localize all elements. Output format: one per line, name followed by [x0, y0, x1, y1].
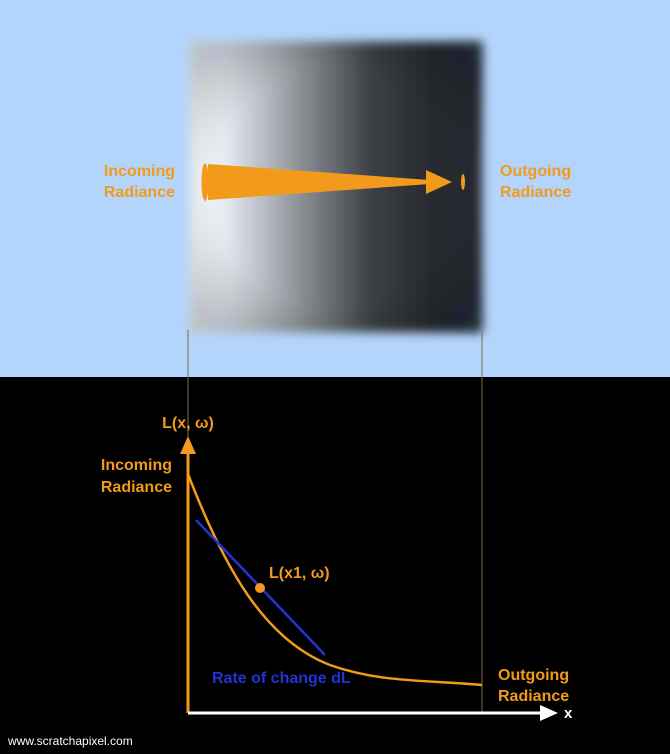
top-outgoing-label: Outgoing — [500, 163, 571, 180]
graph-outgoing-label: Outgoing — [498, 667, 569, 684]
beam-cone — [208, 164, 430, 200]
top-outgoing-label-2: Radiance — [500, 184, 571, 201]
incoming-beam-ellipse — [201, 163, 209, 201]
y-axis-label: L(x, ω) — [162, 415, 214, 432]
graph-background — [0, 377, 670, 754]
top-incoming-label: Incoming — [104, 163, 175, 180]
graph-incoming-label: Incoming — [101, 457, 172, 474]
point-label: L(x1, ω) — [269, 565, 330, 582]
top-incoming-label-2: Radiance — [104, 184, 175, 201]
watermark: www.scratchapixel.com — [7, 734, 133, 748]
beam-arrowhead — [426, 170, 452, 194]
sample-point-marker — [255, 583, 265, 593]
x-axis-label: x — [564, 705, 573, 722]
radiance-beam — [201, 163, 465, 201]
outgoing-beam-ellipse — [461, 174, 465, 190]
radiance-decay-curve — [186, 473, 483, 687]
x-axis-arrowhead — [540, 705, 558, 721]
graph-outgoing-label-2: Radiance — [498, 688, 569, 705]
y-axis-arrowhead — [180, 436, 196, 454]
tangent-label: Rate of change dL — [212, 670, 351, 687]
graph-incoming-label-2: Radiance — [101, 479, 172, 496]
